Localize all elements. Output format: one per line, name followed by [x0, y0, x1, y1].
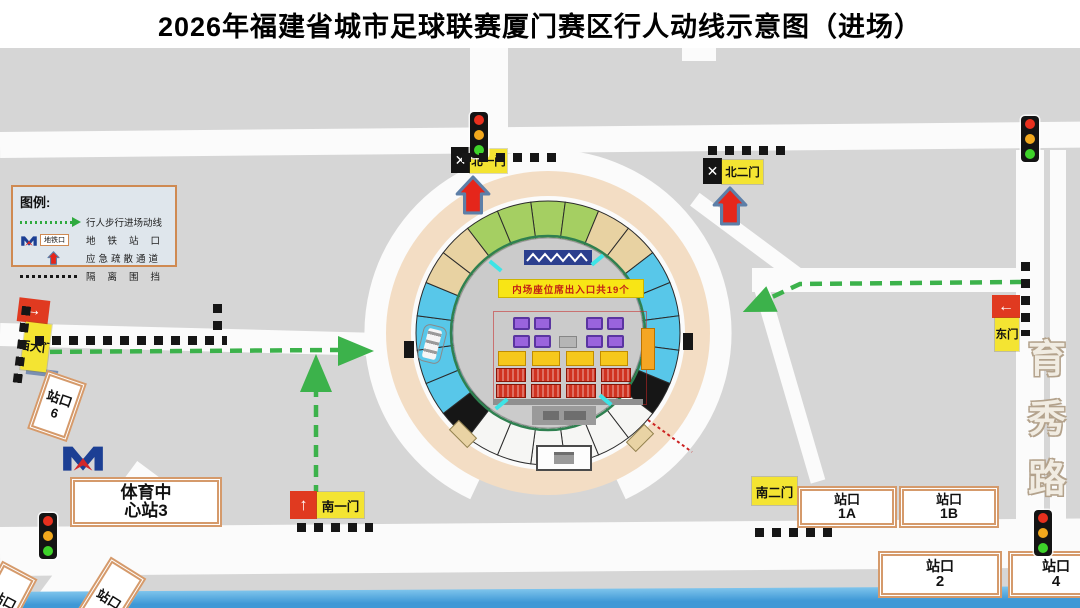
seat-block-red [566, 368, 596, 382]
legend-label: 隔离围挡 [86, 272, 173, 283]
barrier-dots-east [1021, 262, 1030, 336]
legend-item-metro: 地铁口 地铁站口 [20, 233, 168, 247]
road-right-vertical-2 [1050, 150, 1066, 608]
seat-block-purple [513, 335, 530, 348]
barrier-dots-north2 [708, 146, 790, 155]
gate-north2-label: 北二门 [722, 160, 763, 184]
seat-block-red [566, 384, 596, 398]
tribune-strip [641, 328, 655, 370]
south-entrance-box [536, 445, 592, 471]
seat-block-purple [607, 317, 624, 330]
station-label-line1: 站口 [833, 491, 860, 507]
legend-label: 行人步行进场动线 [86, 218, 163, 229]
close-icon: ✕ [454, 151, 467, 168]
seat-block-red [531, 368, 561, 382]
metro-logo-icon [63, 446, 103, 471]
barrier-dots-north1 [462, 153, 558, 162]
seat-block-red [531, 384, 561, 398]
seat-block-red [496, 368, 526, 382]
seat-block-purple [513, 317, 530, 330]
station-label-line1: 体育中 [120, 483, 172, 503]
legend-label: 应急疏散通道 [86, 254, 162, 265]
seat-block-purple [534, 317, 551, 330]
road-southeast-diagonal [754, 287, 826, 484]
legend-item-flow: 行人步行进场动线 [20, 215, 168, 229]
road-top-gap [682, 48, 716, 61]
close-icon: ✕ [706, 162, 719, 179]
seat-block-yellow [532, 351, 560, 366]
emergency-arrow-icon [712, 186, 748, 226]
seat-block-yellow [566, 351, 594, 366]
station-label-line1: 站口 [935, 491, 962, 507]
metro-logo-icon: 地铁口 [20, 233, 86, 247]
traffic-light-icon [1021, 116, 1039, 162]
arrow-left-icon: ← [998, 297, 1014, 315]
title-bar: 2026年福建省城市足球联赛厦门赛区行人动线示意图（进场） [0, 0, 1080, 48]
stadium-scoreboard [524, 250, 592, 265]
station-exit2: 站口 2 [878, 551, 1002, 598]
legend-label: 地铁站口 [86, 236, 173, 247]
seat-block-yellow [498, 351, 526, 366]
seat-block-red [601, 384, 631, 398]
page-title: 2026年福建省城市足球联赛厦门赛区行人动线示意图（进场） [157, 11, 923, 42]
metro-entrance-tag: 地铁口 [40, 234, 69, 246]
traffic-light-icon [470, 112, 488, 158]
station-sports-center: 体育中 心站3 [70, 477, 222, 527]
station-label-line2: 1A [838, 505, 856, 522]
station-label-line1: 站口 [926, 558, 954, 575]
black-dotted-line-icon [20, 274, 86, 278]
seat-block-red [496, 384, 526, 398]
legend-item-emergency: 应急疏散通道 [20, 251, 168, 265]
seat-block-yellow [600, 351, 628, 366]
seat-block-gray [559, 336, 577, 348]
gate-east-label: 东门 [995, 318, 1019, 351]
road-label-yuxiu: 育秀路 [1027, 339, 1066, 501]
traffic-light-icon [1034, 510, 1052, 556]
legend: 图例: 行人步行进场动线 地铁口 地铁站口 应急疏散通道 隔离围挡 [11, 185, 177, 283]
closed-gate-icon: ✕ [703, 158, 722, 184]
station-label-line1: 站口 [1042, 558, 1070, 575]
station-label-line2: 4 [1051, 572, 1061, 590]
gate-south1-arrow: ↑ [290, 491, 317, 519]
station-exit1b: 站口 1B [899, 486, 999, 528]
station-label-line2: 1B [940, 505, 958, 522]
legend-heading: 图例: [20, 195, 51, 210]
barrier-dots-south2 [755, 528, 835, 537]
stadium-inner-label: 内场座位席出入口共19个 [498, 279, 644, 298]
red-arrow-icon [20, 251, 86, 265]
stage-bar [493, 399, 643, 405]
green-dashed-arrow-icon [20, 217, 86, 227]
station-exit1a: 站口 1A [797, 486, 897, 528]
seat-block-purple [607, 335, 624, 348]
seat-block-purple [534, 335, 551, 348]
arrow-up-icon: ↑ [299, 495, 308, 514]
barrier-dots-west-road [35, 336, 227, 345]
emergency-arrow-icon [455, 175, 491, 215]
station-exit4: 站口 4 [1008, 551, 1080, 598]
gate-east-arrow: ← [992, 295, 1020, 318]
gate-south1-label: 南一门 [317, 492, 364, 518]
station-label-line2: 心站3 [124, 501, 168, 520]
gate-south2-label: 南二门 [752, 477, 797, 505]
station-label-line2: 2 [935, 572, 945, 590]
barrier-dots-west-road-end [213, 304, 222, 334]
station-exit6: 站口6 [27, 369, 87, 443]
seat-block-red [601, 368, 631, 382]
traffic-light-icon [39, 513, 57, 559]
stage-box [532, 406, 596, 425]
barrier-dots-south1 [297, 523, 373, 532]
seat-block-purple [586, 335, 603, 348]
seat-block-purple [586, 317, 603, 330]
legend-item-barrier: 隔离围挡 [20, 269, 168, 283]
